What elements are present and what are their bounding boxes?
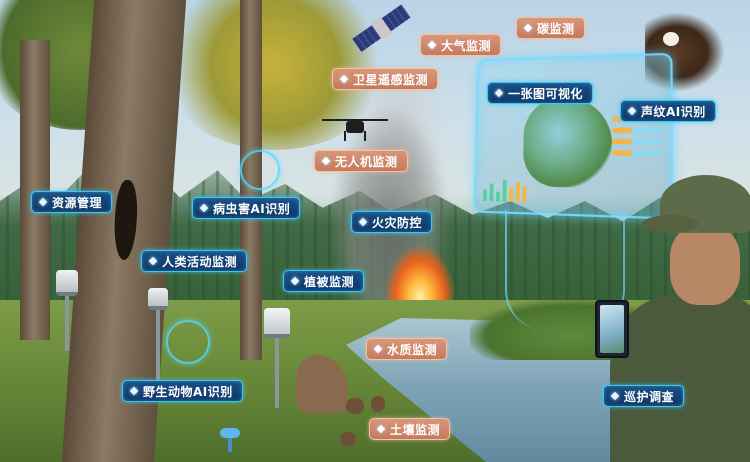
diamond-icon — [373, 344, 383, 354]
diamond-icon — [610, 391, 620, 401]
diamond-icon — [627, 106, 637, 116]
tag-label: 巡护调查 — [624, 389, 675, 404]
tag-label: 病虫害AI识别 — [213, 201, 291, 216]
tag-human-activity-monitoring[interactable]: 人类活动监测 — [141, 250, 248, 272]
tag-water-quality-monitoring[interactable]: 水质监测 — [366, 338, 448, 360]
tag-one-map-visualization[interactable]: 一张图可视化 — [487, 82, 594, 104]
pest-scan-ring-icon — [240, 150, 280, 190]
tag-atmosphere-monitoring[interactable]: 大气监测 — [420, 34, 502, 56]
dashboard-map — [522, 96, 613, 189]
tree-hollow — [111, 180, 140, 260]
smartphone-icon — [595, 300, 629, 358]
diamond-icon — [290, 276, 300, 286]
tag-soil-monitoring[interactable]: 土壤监测 — [369, 418, 451, 440]
tag-pest-ai-recognition[interactable]: 病虫害AI识别 — [192, 197, 301, 219]
diamond-icon — [38, 197, 48, 207]
tag-drone-monitoring[interactable]: 无人机监测 — [314, 150, 408, 172]
tag-label: 大气监测 — [441, 38, 492, 53]
tree-trunk-far-left — [20, 40, 50, 340]
eagle-icon — [645, 12, 725, 92]
diamond-icon — [523, 23, 533, 33]
tag-wildlife-ai-recognition[interactable]: 野生动物AI识别 — [122, 380, 243, 402]
diamond-icon — [358, 217, 368, 227]
tag-fire-prevention[interactable]: 火灾防控 — [351, 211, 433, 233]
tag-label: 植被监测 — [304, 274, 355, 289]
small-animal — [346, 398, 364, 414]
data-cables — [505, 210, 625, 330]
diamond-icon — [376, 424, 386, 434]
small-animal — [371, 396, 385, 412]
sensor-station-icon — [56, 270, 78, 351]
dashboard-progress-rows — [612, 116, 663, 162]
diamond-icon — [321, 156, 331, 166]
dashboard-bar-chart — [482, 179, 527, 203]
tag-satellite-remote-sensing[interactable]: 卫星遥感监测 — [332, 68, 439, 90]
tag-label: 人类活动监测 — [162, 254, 238, 269]
forest-ranger — [600, 175, 750, 462]
sensor-station-icon — [148, 288, 168, 380]
drone-icon — [322, 113, 388, 143]
tag-label: 无人机监测 — [335, 154, 398, 169]
tag-vegetation-monitoring[interactable]: 植被监测 — [283, 270, 365, 292]
tag-label: 野生动物AI识别 — [143, 384, 233, 399]
tag-resource-management[interactable]: 资源管理 — [31, 191, 113, 213]
tag-voiceprint-ai[interactable]: 声纹AI识别 — [620, 100, 716, 122]
tag-label: 水质监测 — [387, 342, 438, 357]
tag-label: 声纹AI识别 — [641, 104, 706, 119]
soil-sensor-icon — [220, 428, 240, 452]
diamond-icon — [199, 203, 209, 213]
diamond-icon — [148, 256, 158, 266]
tag-carbon-monitoring[interactable]: 碳监测 — [516, 17, 585, 39]
diamond-icon — [129, 386, 139, 396]
tag-label: 碳监测 — [537, 21, 575, 36]
diamond-icon — [339, 74, 349, 84]
tag-label: 火灾防控 — [372, 215, 423, 230]
tag-label: 卫星遥感监测 — [353, 72, 429, 87]
tag-patrol-survey[interactable]: 巡护调查 — [603, 385, 685, 407]
tag-label: 一张图可视化 — [508, 86, 584, 101]
wildlife-scan-ring-icon — [166, 320, 210, 364]
tag-label: 土壤监测 — [390, 422, 441, 437]
small-animal — [340, 432, 356, 446]
camera-sensor-icon — [264, 308, 290, 408]
tag-label: 资源管理 — [52, 195, 103, 210]
diamond-icon — [427, 40, 437, 50]
diamond-icon — [494, 88, 504, 98]
